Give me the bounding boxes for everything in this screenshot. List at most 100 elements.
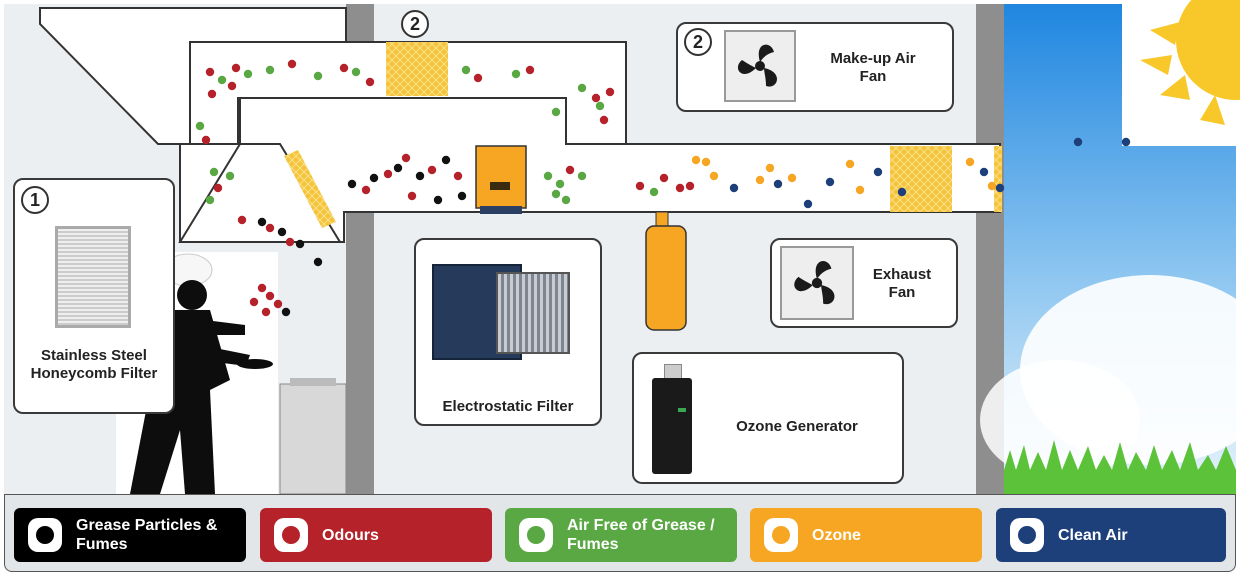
particle: [257, 217, 267, 227]
particle: [787, 173, 797, 183]
particle: [365, 77, 375, 87]
particle: [897, 187, 907, 197]
particle: [987, 181, 997, 191]
legend-item-clean: Clean Air: [996, 508, 1226, 562]
particle: [393, 163, 403, 173]
ozone-gen-label: Ozone Generator: [736, 418, 858, 435]
particle: [461, 65, 471, 75]
particle: [965, 157, 975, 167]
filter-honeycomb-angled: [284, 150, 336, 228]
particle: [577, 83, 587, 93]
particle: [595, 101, 605, 111]
particle: [295, 239, 305, 249]
particle: [855, 185, 865, 195]
exhaust-fan-icon: [780, 246, 854, 320]
particle: [605, 87, 615, 97]
particle: [845, 159, 855, 169]
particle: [755, 175, 765, 185]
particle: [803, 199, 813, 209]
particle: [205, 67, 215, 77]
particle: [257, 283, 267, 293]
particle: [217, 75, 227, 85]
particle: [457, 191, 467, 201]
legend-item-air_free: Air Free of Grease / Fumes: [505, 508, 737, 562]
particle: [415, 171, 425, 181]
particle: [577, 171, 587, 181]
filter-exhaust: [890, 146, 952, 212]
grass: [1004, 440, 1236, 494]
legend-item-grease: Grease Particles & Fumes: [14, 508, 246, 562]
legend-label-odours: Odours: [322, 526, 379, 544]
particle: [659, 173, 669, 183]
particle: [555, 179, 565, 189]
particle: [195, 121, 205, 131]
filter1-number: 1: [21, 186, 49, 214]
particle: [237, 215, 247, 225]
particle: [511, 69, 521, 79]
particle: [265, 223, 275, 233]
particle: [995, 183, 1005, 193]
legend-dot-clean: [1018, 526, 1036, 544]
particle: [361, 185, 371, 195]
filter1-label: Stainless Steel Honeycomb Filter: [30, 347, 158, 382]
particle: [261, 307, 271, 317]
legend-dot-ozone: [772, 526, 790, 544]
particle: [265, 65, 275, 75]
filter2-number: 2: [401, 10, 429, 38]
particle: [201, 135, 211, 145]
makeup-fan-label: Make-up Air Fan: [830, 50, 916, 85]
particle: [599, 115, 609, 125]
particle: [285, 237, 295, 247]
particle: [825, 177, 835, 187]
fan2-number: 2: [684, 28, 712, 56]
legend-label-clean: Clean Air: [1058, 526, 1128, 544]
particle: [691, 155, 701, 165]
particle: [591, 93, 601, 103]
particle: [231, 63, 241, 73]
legend-dot-grease: [36, 526, 54, 544]
particle: [565, 165, 575, 175]
particle: [383, 169, 393, 179]
particle: [453, 171, 463, 181]
particle: [561, 195, 571, 205]
particle: [709, 171, 719, 181]
particle: [873, 167, 883, 177]
particle: [441, 155, 451, 165]
particle: [675, 183, 685, 193]
particle: [543, 171, 553, 181]
legend-dot-odours: [282, 526, 300, 544]
stove: [279, 378, 347, 495]
particle: [243, 69, 253, 79]
legend-dot-air_free: [527, 526, 545, 544]
particle: [649, 187, 659, 197]
exhaust-fan-label: Exhaust Fan: [872, 266, 932, 301]
particle: [313, 257, 323, 267]
legend-label-grease: Grease Particles & Fumes: [76, 517, 218, 553]
particle: [765, 163, 775, 173]
legend-swatch-ozone: [764, 518, 798, 552]
sun: [1122, 0, 1240, 146]
particle: [525, 65, 535, 75]
filter-top: [386, 42, 448, 96]
legend-item-ozone: Ozone: [750, 508, 982, 562]
particle: [729, 183, 739, 193]
esp-image: [432, 258, 572, 362]
ozone-generator-image: [652, 364, 692, 476]
legend-swatch-odours: [274, 518, 308, 552]
particle: [205, 195, 215, 205]
legend-swatch-grease: [28, 518, 62, 552]
particle: [281, 307, 291, 317]
particle: [209, 167, 219, 177]
particle: [213, 183, 223, 193]
particle: [1073, 137, 1083, 147]
particle: [227, 81, 237, 91]
particle: [635, 181, 645, 191]
particle: [979, 167, 989, 177]
legend-swatch-clean: [1010, 518, 1044, 552]
legend-item-odours: Odours: [260, 508, 492, 562]
particle: [473, 73, 483, 83]
particle: [207, 89, 217, 99]
particle: [265, 291, 275, 301]
particle: [427, 165, 437, 175]
